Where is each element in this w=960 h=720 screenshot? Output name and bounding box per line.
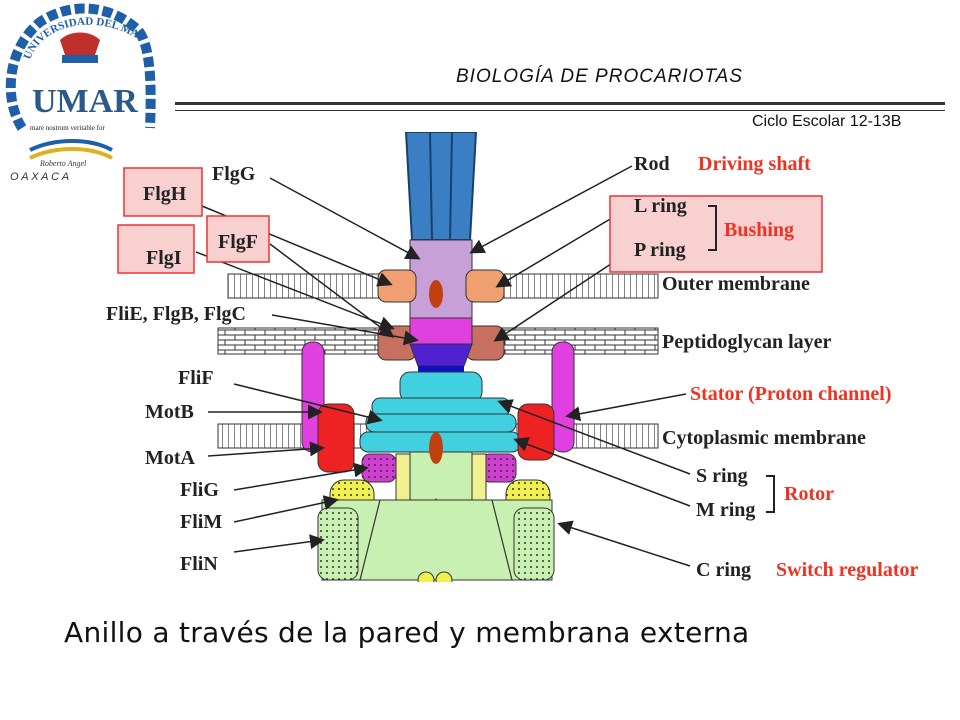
label-bushing: Bushing — [724, 219, 794, 241]
label-flin: FliN — [180, 553, 218, 575]
bushing-bracket — [708, 205, 717, 251]
logo-motto: mare nostrum veritable for — [30, 124, 106, 132]
c-ring-shape — [317, 499, 555, 582]
label-switch-regulator: Switch regulator — [776, 559, 919, 581]
page-title: BIOLOGÍA DE PROCARIOTAS — [456, 66, 743, 87]
label-outer-membrane: Outer membrane — [662, 273, 810, 295]
label-flig: FliG — [180, 479, 219, 501]
flgi-highlight-box — [117, 224, 195, 274]
label-motb: MotB — [145, 401, 194, 423]
flig-shape — [361, 453, 517, 501]
flagellar-motor-diagram: FlgG FlgH FlgF FlgI FliE, FlgB, FlgC Fli… — [106, 132, 919, 582]
logo-place: O A X A C A — [10, 171, 69, 183]
header-divider — [175, 102, 945, 111]
label-m-ring: M ring — [696, 499, 755, 521]
slide-caption: Anillo a través de la pared y membrana e… — [64, 616, 750, 649]
label-mota: MotA — [145, 447, 196, 469]
label-flif: FliF — [178, 367, 214, 389]
universidad-del-mar-logo: UNIVERSIDAD DEL MAR UMAR mare nostrum ve… — [0, 0, 156, 183]
label-c-ring: C ring — [696, 559, 751, 581]
label-flgh: FlgH — [143, 183, 187, 205]
label-p-ring: P ring — [634, 239, 686, 261]
label-stator: Stator (Proton channel) — [690, 383, 891, 405]
label-flgi: FlgI — [146, 247, 182, 269]
label-peptidoglycan-layer: Peptidoglycan layer — [662, 331, 832, 353]
label-rotor: Rotor — [784, 483, 834, 505]
label-flim: FliM — [180, 511, 222, 533]
label-l-ring: L ring — [634, 195, 687, 217]
flgf-highlight-box — [206, 215, 270, 263]
label-flie-flgb-flgc: FliE, FlgB, FlgC — [106, 303, 246, 325]
school-cycle: Ciclo Escolar 12-13B — [752, 113, 902, 130]
label-driving-shaft: Driving shaft — [698, 153, 811, 175]
label-s-ring: S ring — [696, 465, 748, 487]
logo-monogram: UMAR — [32, 83, 138, 120]
rod-core — [429, 280, 443, 308]
leader-lines — [195, 165, 691, 567]
flgh-highlight-box — [123, 167, 203, 217]
logo-signature: Roberto Angel — [39, 159, 87, 168]
label-rod: Rod — [634, 153, 670, 175]
hook-shape — [404, 132, 478, 241]
rotor-bracket — [766, 475, 775, 513]
label-flgf: FlgF — [218, 231, 258, 253]
label-flgg: FlgG — [212, 163, 256, 185]
rod-shape — [409, 239, 473, 319]
label-cytoplasmic-membrane: Cytoplasmic membrane — [662, 427, 866, 449]
